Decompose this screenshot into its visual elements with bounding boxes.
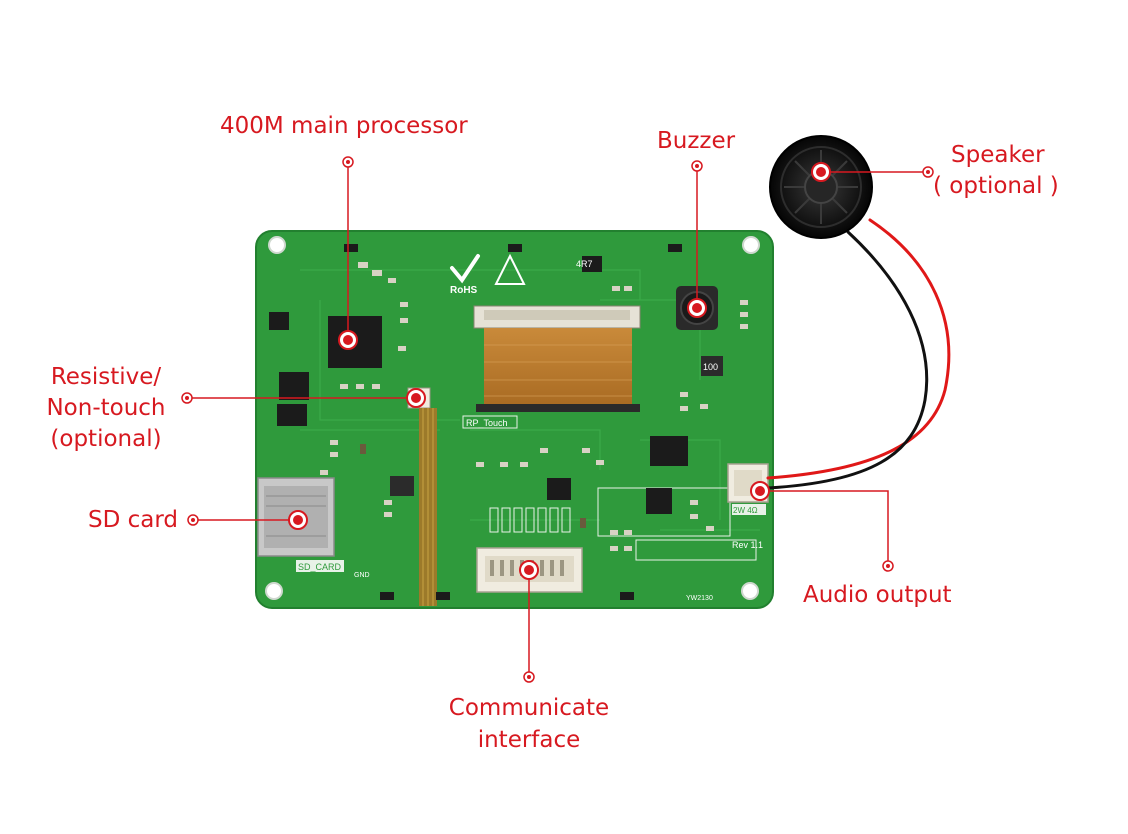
resistive-label-line3: (optional) — [50, 426, 162, 452]
communicate-target-dot — [519, 560, 539, 580]
resistive-label-line1: Resistive/ — [50, 364, 162, 390]
touch-target-dot — [406, 388, 426, 408]
speaker-component — [769, 135, 873, 239]
spk-rating-label: 2W 4Ω — [733, 506, 758, 515]
sd-card-label: SD card — [88, 507, 179, 533]
sd-card-target-dot — [288, 510, 308, 530]
inductor-label: 4R7 — [576, 259, 593, 269]
processor-label: 400M main processor — [220, 113, 468, 139]
esd-triangle-icon — [494, 253, 526, 285]
speaker-target-dot — [811, 162, 831, 182]
speaker-wires — [766, 218, 951, 490]
checkmark-icon — [450, 254, 480, 284]
display-fpc-ribbon — [484, 328, 632, 408]
gnd-label: GND — [354, 572, 370, 579]
audio-output-label: Audio output — [803, 582, 952, 608]
communicate-label-line2: interface — [477, 727, 581, 753]
rev-label: Rev 1.1 — [732, 540, 763, 550]
callout-markers — [288, 162, 831, 580]
inductor2-label: 100 — [703, 362, 718, 372]
mounting-holes — [265, 236, 760, 600]
rp-touch-label: RP_Touch — [466, 418, 508, 428]
buzzer-label: Buzzer — [657, 128, 736, 154]
sd-card-silk-label: SD_CARD — [298, 562, 342, 572]
speaker-label-line2: ( optional ) — [933, 173, 1059, 199]
speaker-label-line1: Speaker — [951, 142, 1045, 168]
pcb-board: 4R7 100 — [255, 230, 774, 609]
audio-target-dot — [750, 481, 770, 501]
board-code-label: YW2130 — [686, 595, 713, 602]
resistive-label-line2: Non-touch — [46, 395, 166, 421]
processor-target-dot — [338, 330, 358, 350]
callout-leaders — [187, 162, 928, 677]
communicate-label-line1: Communicate — [448, 695, 610, 721]
buzzer-target-dot — [687, 298, 707, 318]
rohs-label: RoHS — [450, 285, 478, 296]
